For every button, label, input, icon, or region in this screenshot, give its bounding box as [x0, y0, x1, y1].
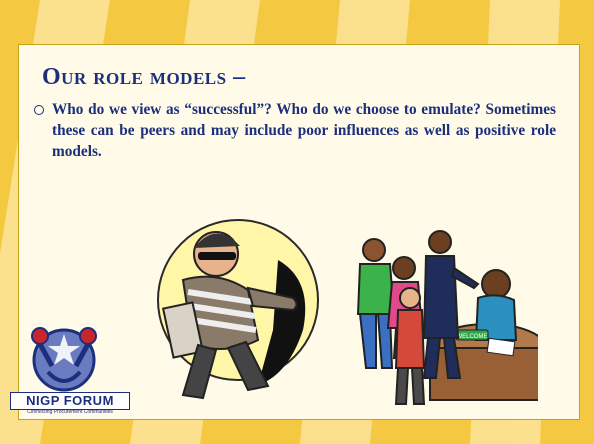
nigp-forum-logo-icon — [31, 327, 97, 392]
slide-title: Our role models – — [42, 64, 246, 90]
bullet-item: Who do we view as “successful”? Who do w… — [34, 99, 556, 162]
bullet-circle-icon — [34, 105, 44, 115]
group-with-receptionist-clipart: WELCOME — [356, 230, 538, 405]
welcome-sign: WELCOME — [456, 334, 487, 340]
logo-tagline: Connecting Procurement Communities — [27, 409, 113, 415]
bullet-text: Who do we view as “successful”? Who do w… — [52, 101, 556, 160]
logo-text: NIGP FORUM — [10, 392, 130, 410]
burglar-clipart — [157, 219, 319, 400]
